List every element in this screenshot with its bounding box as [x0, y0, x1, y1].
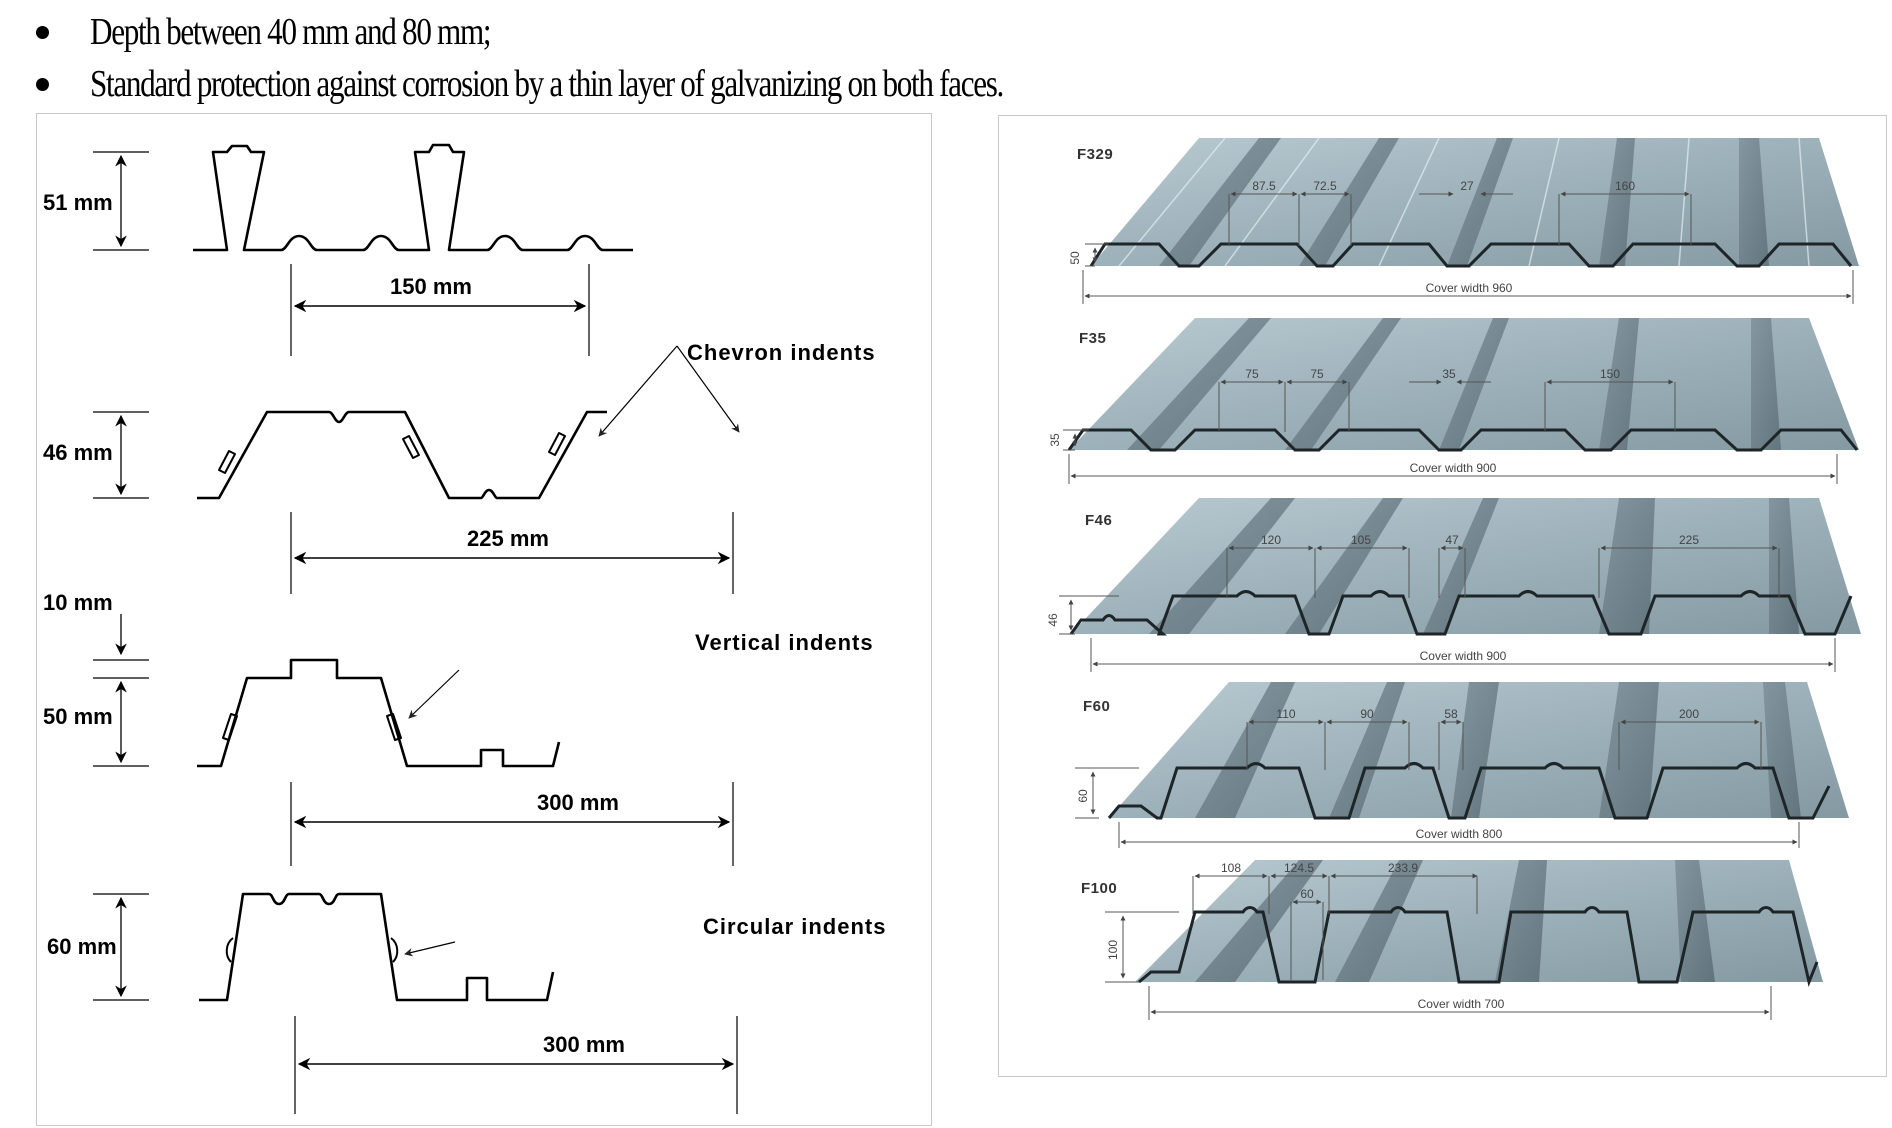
dim-text: 105: [1351, 533, 1371, 547]
depth-label: 50 mm: [43, 704, 113, 729]
pitch-label: 300 mm: [537, 790, 619, 815]
circular-indents-annotation: Circular indents: [703, 914, 887, 939]
height-text: 100: [1106, 940, 1120, 960]
profile-drawings-svg: [93, 143, 740, 1114]
bullet-item: Depth between 40 mm and 80 mm;: [0, 4, 1892, 56]
deck-f35: [1063, 318, 1859, 484]
bullet-icon: [36, 78, 49, 91]
dim-text: 47: [1445, 533, 1459, 547]
height-text: 60: [1076, 789, 1090, 803]
cover-width-text: Cover width 700: [1418, 997, 1505, 1011]
bullet-list: Depth between 40 mm and 80 mm; Standard …: [0, 4, 1892, 108]
profile-name-f100: F100: [1081, 880, 1118, 897]
dim-text: 75: [1245, 367, 1259, 381]
dim-text: 58: [1444, 707, 1458, 721]
height-text: 50: [1068, 251, 1082, 265]
dim-text: 27: [1460, 179, 1474, 193]
pitch-label: 150 mm: [390, 274, 472, 299]
depth-label: 51 mm: [43, 190, 113, 215]
pitch-label: 225 mm: [467, 526, 549, 551]
height-text: 46: [1046, 613, 1060, 627]
dim-text: 200: [1679, 707, 1699, 721]
bullet-icon: [36, 26, 49, 39]
dim-text: 110: [1276, 707, 1295, 721]
vertical-indents-annotation: Vertical indents: [695, 630, 874, 655]
dim-text: 60: [1300, 887, 1314, 901]
extra-depth-label: 10 mm: [43, 590, 113, 615]
bullet-text: Standard protection against corrosion by…: [90, 63, 1004, 105]
cover-width-text: Cover width 900: [1410, 461, 1497, 475]
deck-f100: [1105, 860, 1823, 1020]
dim-text: 87.5: [1252, 179, 1276, 193]
profile-name-f329: F329: [1077, 146, 1114, 163]
bullet-item: Standard protection against corrosion by…: [0, 56, 1892, 108]
depth-label: 60 mm: [47, 934, 117, 959]
dim-text: 233.9: [1388, 861, 1418, 875]
bullet-text: Depth between 40 mm and 80 mm;: [90, 11, 492, 53]
dim-text: 90: [1360, 707, 1374, 721]
deck-f46: [1059, 498, 1861, 672]
dim-text: 72.5: [1313, 179, 1337, 193]
profile-2-drawing: [93, 345, 740, 594]
cover-width-text: Cover width 900: [1420, 649, 1507, 663]
profile-drawings-figure: 51 mm 150 mm 46 mm 225 mm Chevron indent…: [36, 113, 932, 1126]
dim-text: 160: [1615, 179, 1635, 193]
steel-deck-profiles-figure: 87.5 72.5 27 160 Cover width 960 50 75 7…: [998, 115, 1887, 1077]
dim-text: 120: [1261, 533, 1281, 547]
chevron-indents-annotation: Chevron indents: [687, 340, 876, 365]
deck-f60: [1075, 682, 1849, 848]
depth-label: 46 mm: [43, 440, 113, 465]
deck-f329: [1082, 137, 1859, 304]
height-text: 35: [1048, 433, 1062, 447]
dim-text: 124.5: [1284, 861, 1314, 875]
profile-name-f35: F35: [1079, 330, 1107, 347]
cover-width-text: Cover width 800: [1416, 827, 1503, 841]
dim-text: 35: [1442, 367, 1456, 381]
profile-4-drawing: [93, 892, 738, 1114]
steel-decks-svg: 87.5 72.5 27 160 Cover width 960 50 75 7…: [1046, 137, 1861, 1020]
profile-1-drawing: [93, 143, 633, 356]
cover-width-text: Cover width 960: [1426, 281, 1513, 295]
pitch-label: 300 mm: [543, 1032, 625, 1057]
dim-text: 75: [1310, 367, 1324, 381]
dim-text: 225: [1679, 533, 1699, 547]
profile-name-f46: F46: [1085, 512, 1113, 529]
profile-3-drawing: [93, 614, 734, 866]
dim-text: 108: [1221, 861, 1241, 875]
dim-text: 150: [1600, 367, 1620, 381]
profile-name-f60: F60: [1083, 698, 1111, 715]
